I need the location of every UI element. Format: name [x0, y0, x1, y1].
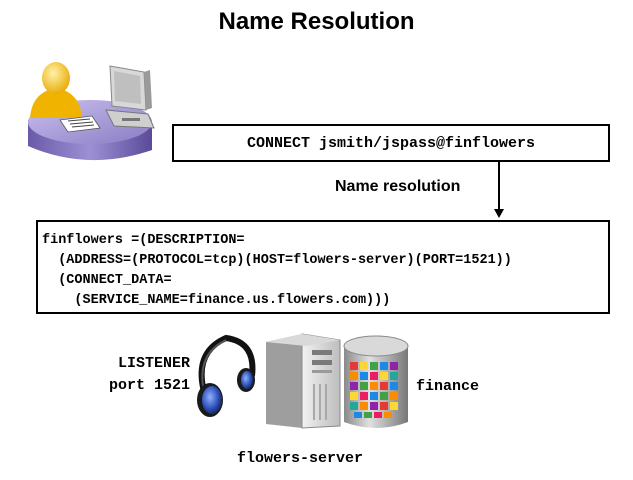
server-tower-icon	[266, 333, 341, 429]
descriptor-line: (ADDRESS=(PROTOCOL=tcp)(HOST=flowers-ser…	[42, 253, 512, 268]
user-workstation-icon	[28, 62, 155, 161]
headphones-icon	[197, 334, 256, 417]
listener-label: LISTENER port 1521	[90, 353, 190, 397]
resolution-arrow-line	[498, 162, 500, 210]
name-resolution-label: Name resolution	[335, 178, 461, 195]
descriptor-line: finflowers =(DESCRIPTION=	[42, 233, 245, 248]
server-label: flowers-server	[237, 450, 364, 467]
listener-name: LISTENER	[117, 355, 190, 372]
page-title: Name Resolution	[218, 8, 415, 35]
descriptor-line: (CONNECT_DATA=	[42, 273, 172, 288]
database-cylinder-icon	[343, 335, 409, 428]
descriptor-line: (SERVICE_NAME=finance.us.flowers.com)))	[42, 293, 391, 308]
connect-descriptor-box: finflowers =(DESCRIPTION= (ADDRESS=(PROT…	[36, 220, 610, 314]
listener-port: port 1521	[108, 377, 190, 394]
database-label: finance	[416, 378, 480, 395]
connect-string-box: CONNECT jsmith/jspass@finflowers	[172, 124, 610, 162]
connect-string: CONNECT jsmith/jspass@finflowers	[246, 134, 536, 152]
resolution-arrowhead	[494, 209, 504, 218]
